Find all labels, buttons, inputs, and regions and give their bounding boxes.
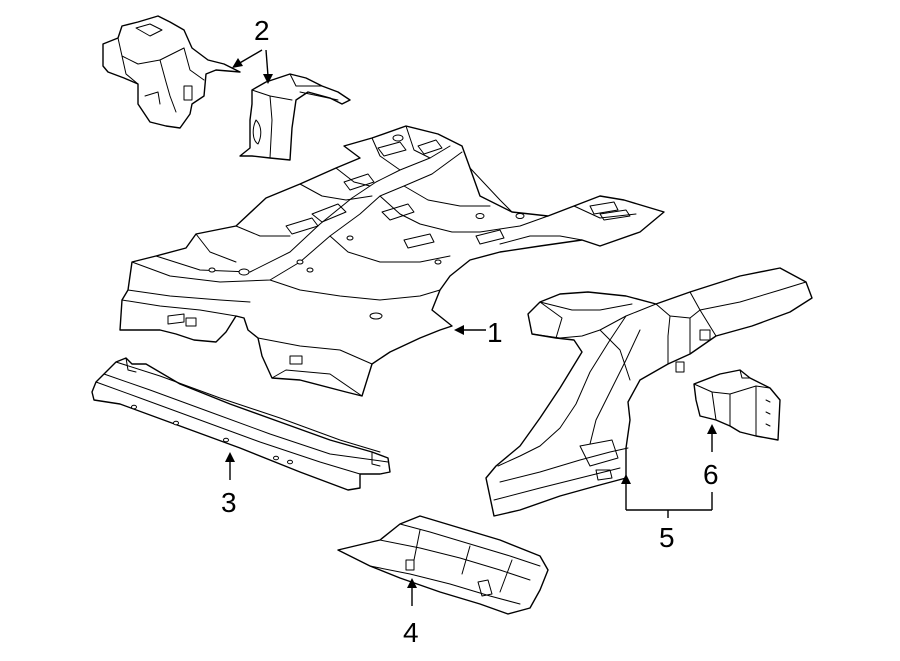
part-4-lower-panel [337,515,549,615]
callout-5-leader [621,474,713,518]
part-6-bracket [693,369,781,441]
part-3-cross-member [91,357,391,491]
part-2-left-bracket [102,15,241,129]
part-2-right-bracket [239,73,351,161]
callout-2-leader [232,49,273,84]
callout-1-label: 1 [487,317,503,348]
part-1-floor-pan [119,125,665,397]
callout-2-label: 2 [254,15,270,46]
callout-3-label: 3 [221,487,237,518]
callout-6-label: 6 [703,459,719,490]
part-5-side-rail [485,267,813,517]
callout-6-leader [707,424,717,452]
callout-1-leader [454,325,486,335]
callout-4-label: 4 [403,617,419,648]
callout-5-label: 5 [659,522,675,553]
callout-4-leader [407,578,417,606]
callout-3-leader [225,452,235,480]
